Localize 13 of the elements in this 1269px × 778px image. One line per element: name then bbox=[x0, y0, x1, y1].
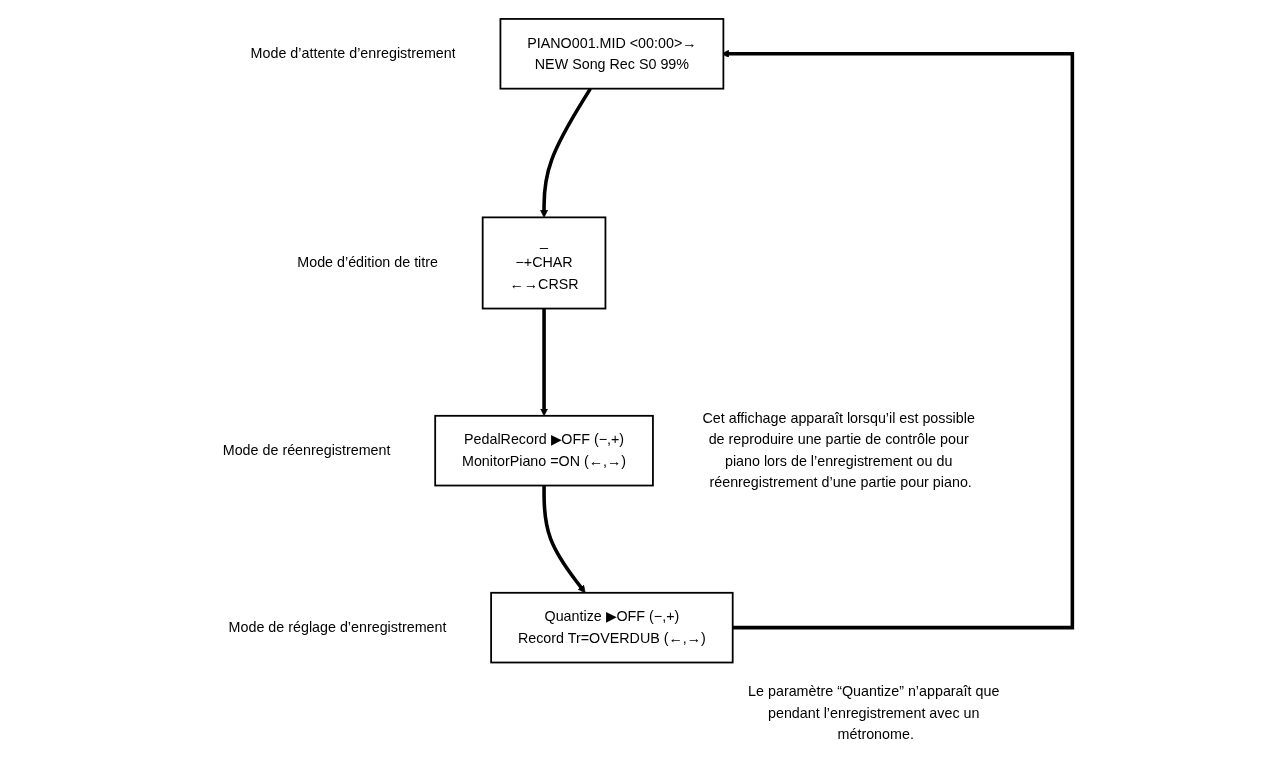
node-label: Mode d’édition de titre bbox=[297, 254, 439, 271]
arrow bbox=[542, 485, 586, 594]
node-label: Le paramètre “Quantize” n’apparaît que pendant l’enregistrement avec un métronome. bbox=[748, 683, 1000, 743]
node-box: PIANO001.MID <00:00>→ NEW Song Rec S0 99% bbox=[499, 18, 725, 90]
node-label: Mode de réenregistrement bbox=[223, 442, 391, 458]
node-box: PedalRecord ▶OFF (−,+) MonitorPiano =ON (←,→) bbox=[434, 414, 655, 487]
node-label: Mode de réglage d’enregistrement bbox=[228, 619, 447, 635]
node-box: _ −+CHAR ←→CRSR bbox=[482, 216, 607, 310]
node-box: Quantize ▶OFF (−,+) Record Tr=OVERDUB (←,→) bbox=[490, 591, 734, 664]
node-label: Mode d’attente d’enregistrement bbox=[250, 45, 457, 61]
arrow bbox=[540, 308, 549, 417]
node-label: Cet affichage apparaît lorsqu’il est possible de reproduire une partie de contrôle pour piano lors de l’enregistrement ou du réenregistrement d’une partie pour piano. bbox=[702, 410, 976, 490]
arrow bbox=[540, 87, 593, 218]
